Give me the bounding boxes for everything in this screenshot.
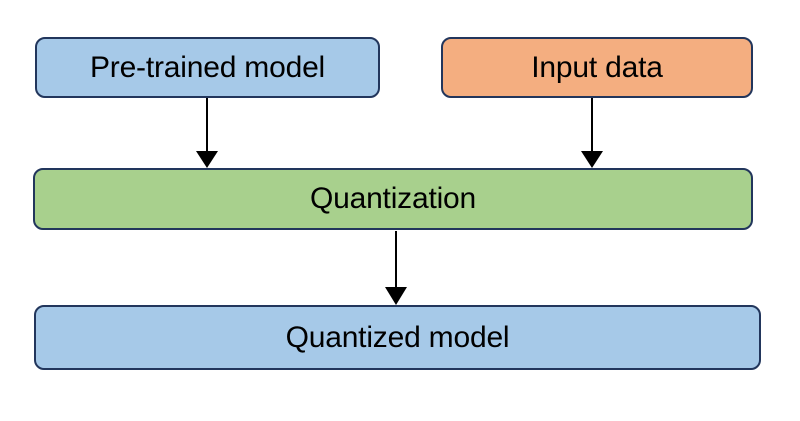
- node-label: Pre-trained model: [89, 50, 326, 84]
- edge-quantization-quantized: [385, 231, 407, 305]
- node-label: Quantized model: [285, 320, 510, 354]
- node-quantized-model[interactable]: Quantized model: [34, 305, 761, 370]
- edge-pretrained-quantization: [196, 98, 218, 168]
- arrow-head-icon: [385, 287, 407, 305]
- node-label: Quantization: [309, 182, 477, 215]
- node-input-data[interactable]: Input data: [441, 37, 753, 98]
- node-label: Input data: [531, 50, 663, 84]
- arrow-head-icon: [581, 151, 603, 168]
- node-quantization[interactable]: Quantization: [33, 168, 753, 230]
- node-pre-trained-model[interactable]: Pre-trained model: [35, 37, 380, 98]
- edge-inputdata-quantization: [581, 98, 603, 168]
- arrow-head-icon: [196, 151, 218, 168]
